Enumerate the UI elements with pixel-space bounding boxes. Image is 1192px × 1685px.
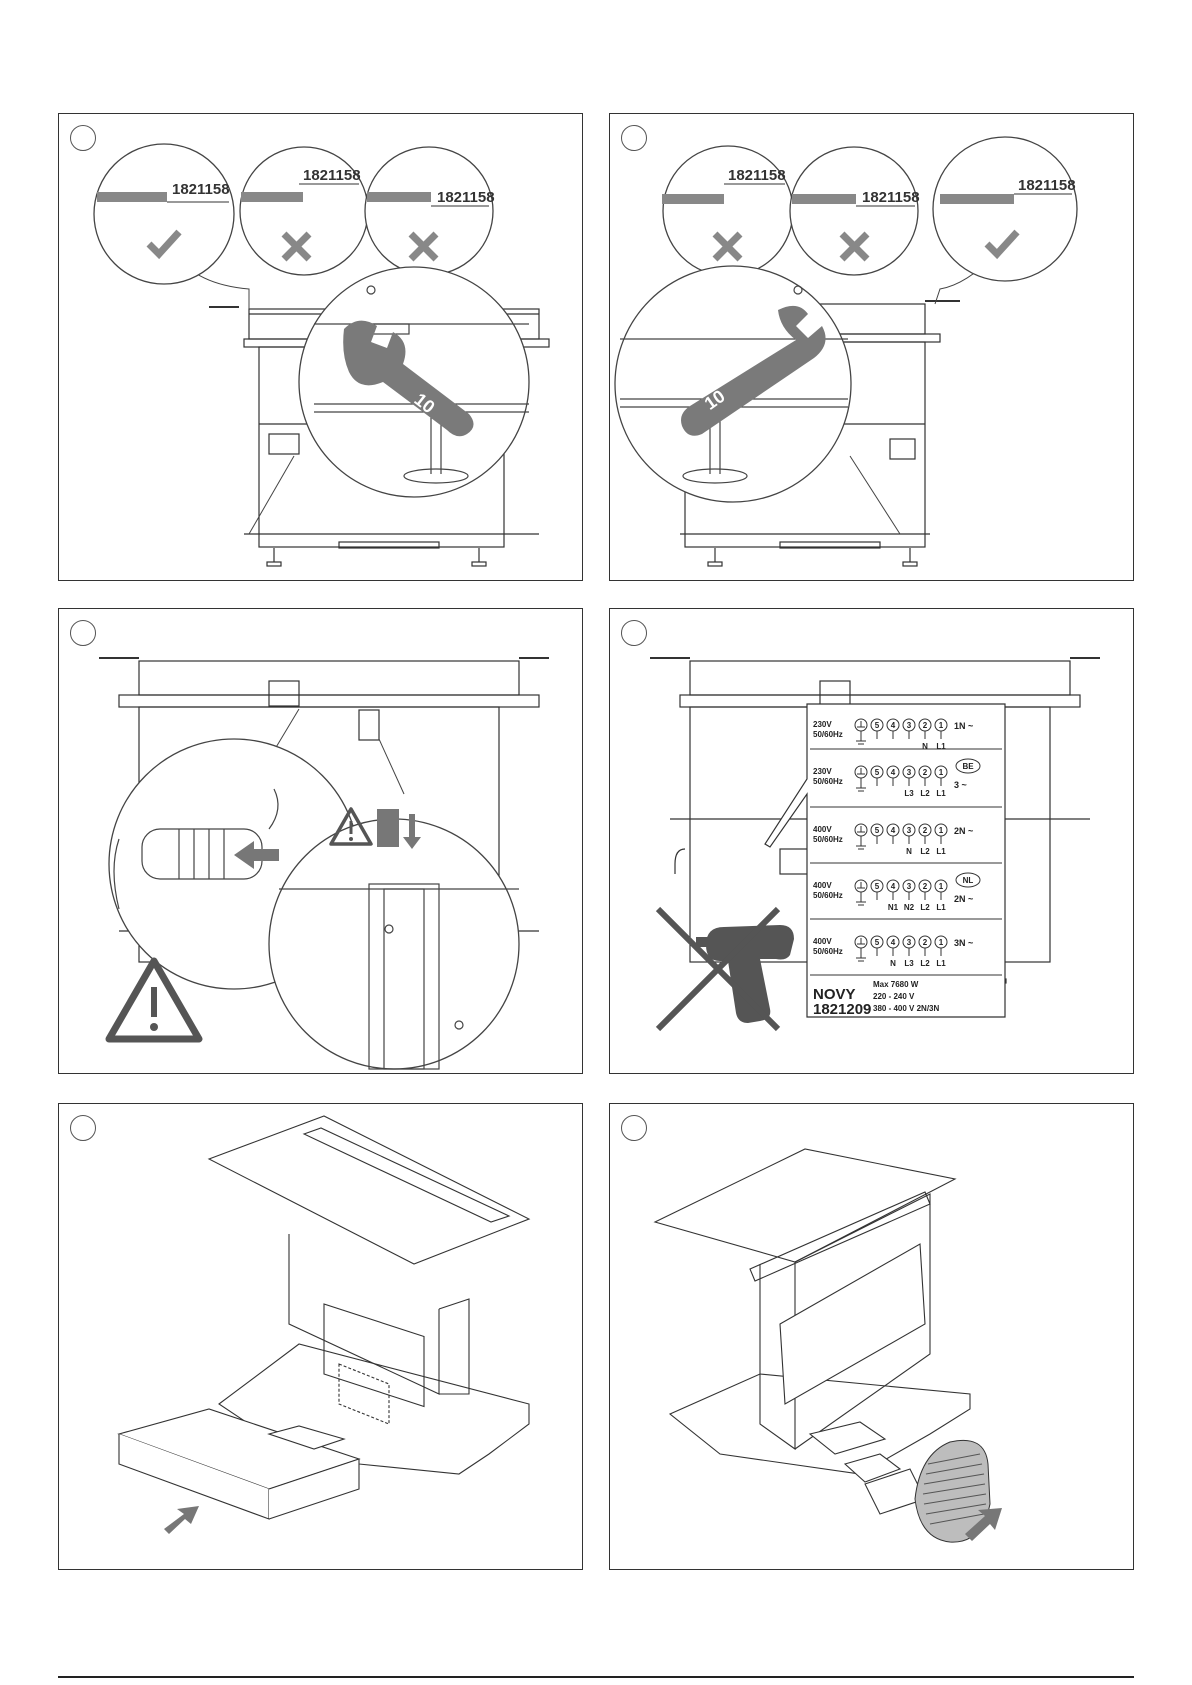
voltage-label: 230V (813, 720, 832, 729)
terminal-number: 4 (891, 768, 896, 777)
spec-voltage-single: 220 - 240 V (873, 992, 915, 1001)
callout-lines (169, 244, 294, 534)
config-label: 2N ~ (954, 826, 973, 836)
config-label: 2N ~ (954, 894, 973, 904)
spec-voltage-three: 380 - 400 V 2N/3N (873, 1004, 939, 1013)
frequency-label: 50/60Hz (813, 835, 843, 844)
terminal-number: 4 (891, 882, 896, 891)
terminal-number: 2 (923, 721, 928, 730)
terminal-number: 3 (907, 768, 912, 777)
terminal-number: 3 (907, 938, 912, 947)
phase-label: L3 (904, 789, 914, 798)
connector-clip (377, 809, 399, 847)
step-panel-3 (58, 608, 583, 1074)
config-label: 3N ~ (954, 938, 973, 948)
part-code-label: 1821158 (1018, 177, 1076, 194)
config-label: 1N ~ (954, 721, 973, 731)
region-badge: NL (963, 876, 974, 885)
phase-label: L3 (904, 959, 914, 968)
terminal-number: 1 (939, 826, 944, 835)
part-code-label: 1821158 (437, 189, 495, 206)
phase-label: L1 (936, 789, 946, 798)
height-adjust-diagram: 1821158 1821158 1821158 10 (59, 114, 582, 580)
terminal-number: 1 (939, 882, 944, 891)
no-glue-gun-icon (658, 909, 794, 1029)
magnifier-circles (109, 739, 519, 1069)
terminal-number: 1 (939, 768, 944, 777)
hob-isometric (209, 1116, 529, 1474)
terminal-number: 5 (875, 938, 880, 947)
phase-label: N2 (904, 903, 915, 912)
phase-label: L1 (936, 847, 946, 856)
phase-label: L1 (936, 903, 946, 912)
step-panel-2: 1821158 1821158 1821158 10 (609, 113, 1134, 581)
terminal-number: 1 (939, 721, 944, 730)
voltage-label: 230V (813, 767, 832, 776)
frequency-label: 50/60Hz (813, 891, 843, 900)
phase-label: L2 (920, 789, 930, 798)
frequency-label: 50/60Hz (813, 947, 843, 956)
phase-label: N (890, 959, 896, 968)
page-footer-rule (58, 1676, 1134, 1678)
step-panel-5 (58, 1103, 583, 1570)
phase-label: N (922, 742, 928, 751)
step-panel-1: 1821158 1821158 1821158 10 (58, 113, 583, 581)
step-panel-6 (609, 1103, 1134, 1570)
terminal-number: 5 (875, 826, 880, 835)
voltage-label: 400V (813, 937, 832, 946)
voltage-label: 400V (813, 825, 832, 834)
model-label: 1821209 (813, 1001, 871, 1018)
terminal-number: 4 (891, 826, 896, 835)
part-code-label: 1821158 (862, 189, 920, 206)
terminal-number: 5 (875, 721, 880, 730)
phase-label: L2 (920, 959, 930, 968)
frequency-label: 50/60Hz (813, 730, 843, 739)
terminal-number: 3 (907, 826, 912, 835)
terminal-number: 2 (923, 938, 928, 947)
connector-diagram (59, 609, 582, 1074)
terminal-number: 4 (891, 938, 896, 947)
hob-isometric (655, 1149, 970, 1474)
voltage-label: 400V (813, 881, 832, 890)
region-badge: BE (962, 762, 974, 771)
arrow-icon (164, 1506, 199, 1534)
phase-label: L2 (920, 903, 930, 912)
phase-label: N1 (888, 903, 899, 912)
terminal-number: 2 (923, 768, 928, 777)
spec-power: Max 7680 W (873, 980, 919, 989)
part-code-label: 1821158 (172, 181, 230, 198)
motor-install-diagram (59, 1104, 582, 1570)
wiring-label (765, 704, 1005, 1017)
part-code-label: 1821158 (728, 167, 786, 184)
phase-label: L1 (936, 742, 946, 751)
magnifier-circles (615, 137, 1077, 502)
phase-label: L2 (920, 847, 930, 856)
terminal-number: 4 (891, 721, 896, 730)
terminal-number: 2 (923, 882, 928, 891)
filter-install-diagram (610, 1104, 1133, 1570)
terminal-number: 5 (875, 768, 880, 777)
trim-bar (97, 192, 167, 202)
config-label: 3 ~ (954, 780, 967, 790)
terminal-number: 2 (923, 826, 928, 835)
terminal-number: 1 (939, 938, 944, 947)
terminal-number: 3 (907, 721, 912, 730)
phase-label: N (906, 847, 912, 856)
frequency-label: 50/60Hz (813, 777, 843, 786)
part-code-label: 1821158 (303, 167, 361, 184)
phase-label: L1 (936, 959, 946, 968)
terminal-number: 5 (875, 882, 880, 891)
height-adjust-diagram: 1821158 1821158 1821158 10 (610, 114, 1133, 580)
terminal-number: 3 (907, 882, 912, 891)
